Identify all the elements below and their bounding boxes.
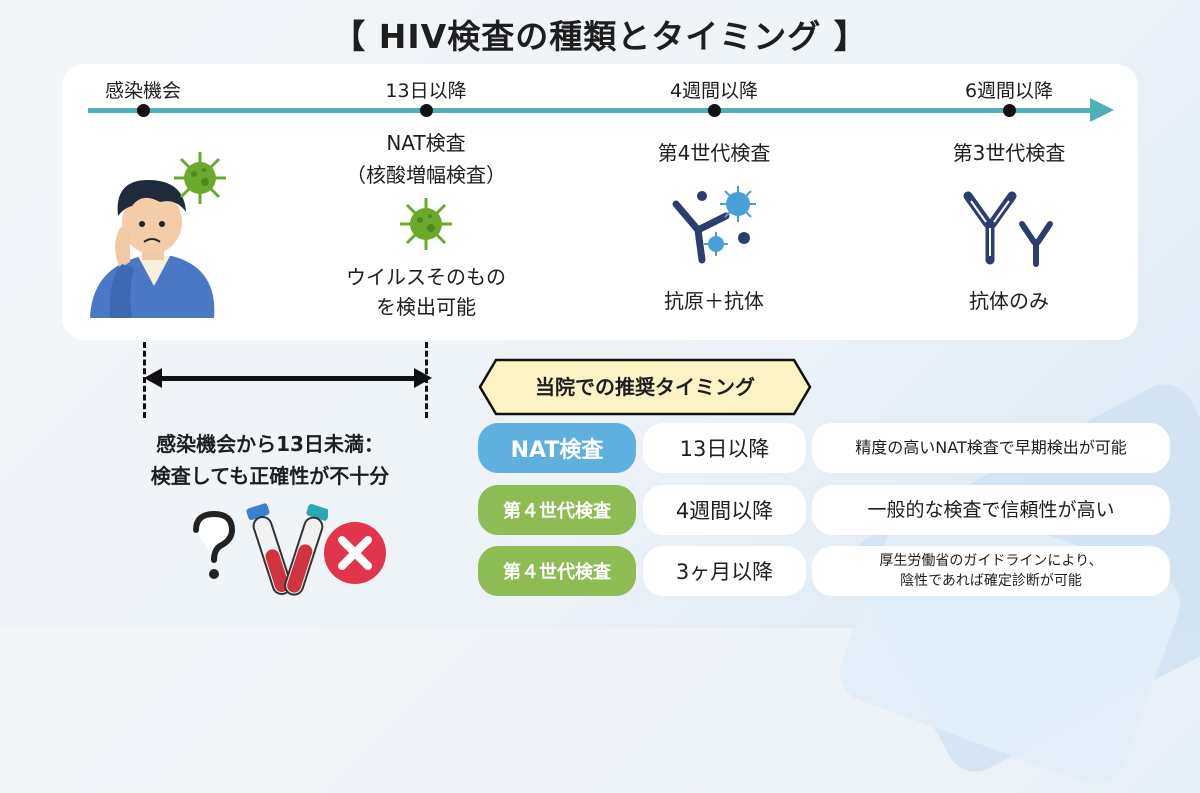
nat-detect-line1: ウイルスそのもの: [346, 265, 506, 289]
timeline-dot: [1003, 104, 1016, 117]
timeline-arrow-icon: [1090, 98, 1114, 122]
recommend-row-name: NAT検査: [478, 423, 636, 473]
timeline-label-4weeks: 4週間以降: [669, 80, 759, 102]
recommend-label: 当院での推奨タイミング: [535, 375, 755, 399]
timeline-label-infection: 感染機会: [104, 80, 182, 102]
virus-icon: [400, 198, 452, 250]
question-mark-icon: [193, 510, 236, 579]
range-arrow-left-icon: [144, 368, 162, 388]
gen3-detect: 抗体のみ: [969, 289, 1049, 313]
timeline-dot: [137, 104, 150, 117]
recommend-row-name: 第４世代検査: [478, 485, 636, 535]
recommend-row-description-line2: 陰性であれば確定診断が可能: [900, 573, 1082, 589]
gen3-test-name: 第3世代検査: [952, 141, 1066, 165]
timeline-dot: [708, 104, 721, 117]
nat-detect-line2: を検出可能: [376, 295, 476, 319]
cross-icon: [324, 522, 386, 584]
timeline-axis: [88, 108, 1093, 113]
recommend-row-description: 厚生労働省のガイドラインにより、 陰性であれば確定診断が可能: [812, 546, 1170, 596]
early-note-line1: 感染機会から13日未満：: [156, 432, 384, 456]
early-note-line2: 検査しても正確性が不十分: [150, 464, 390, 488]
timeline-dot: [420, 104, 433, 117]
recommend-banner-shape: [478, 358, 812, 416]
gen4-detect: 抗原＋抗体: [664, 289, 764, 313]
timeline-label-6weeks: 6週間以降: [964, 80, 1054, 102]
nat-test-name: NAT検査: [386, 131, 466, 155]
antigen-antibody-icon: [672, 186, 756, 264]
early-test-note: 感染機会から13日未満： 検査しても正確性が不十分: [60, 428, 480, 492]
worried-person-icon: [90, 180, 215, 318]
page-title: 【 HIV検査の種類とタイミング 】: [332, 17, 868, 56]
recommend-row-timing: 13日以降: [643, 423, 806, 473]
nat-test-subtitle: （核酸増幅検査）: [346, 163, 506, 187]
range-arrow-line: [150, 376, 422, 381]
timeline-label-13days: 13日以降: [385, 80, 467, 102]
recommend-row-name: 第４世代検査: [478, 546, 636, 596]
recommend-row-description-line1: 厚生労働省のガイドラインにより、: [879, 553, 1103, 569]
recommend-row-timing: 3ヶ月以降: [643, 546, 806, 596]
recommend-row-description: 一般的な検査で信頼性が高い: [812, 485, 1170, 535]
gen4-test-name: 第4世代検査: [657, 141, 771, 165]
virus-icon: [174, 152, 226, 204]
range-arrow-right-icon: [414, 368, 432, 388]
recommend-row-description: 精度の高いNAT検査で早期検出が可能: [812, 423, 1170, 473]
antibody-icon: [963, 191, 1053, 267]
recommend-row-timing: 4週間以降: [643, 485, 806, 535]
blood-tube-icon: [246, 503, 328, 596]
